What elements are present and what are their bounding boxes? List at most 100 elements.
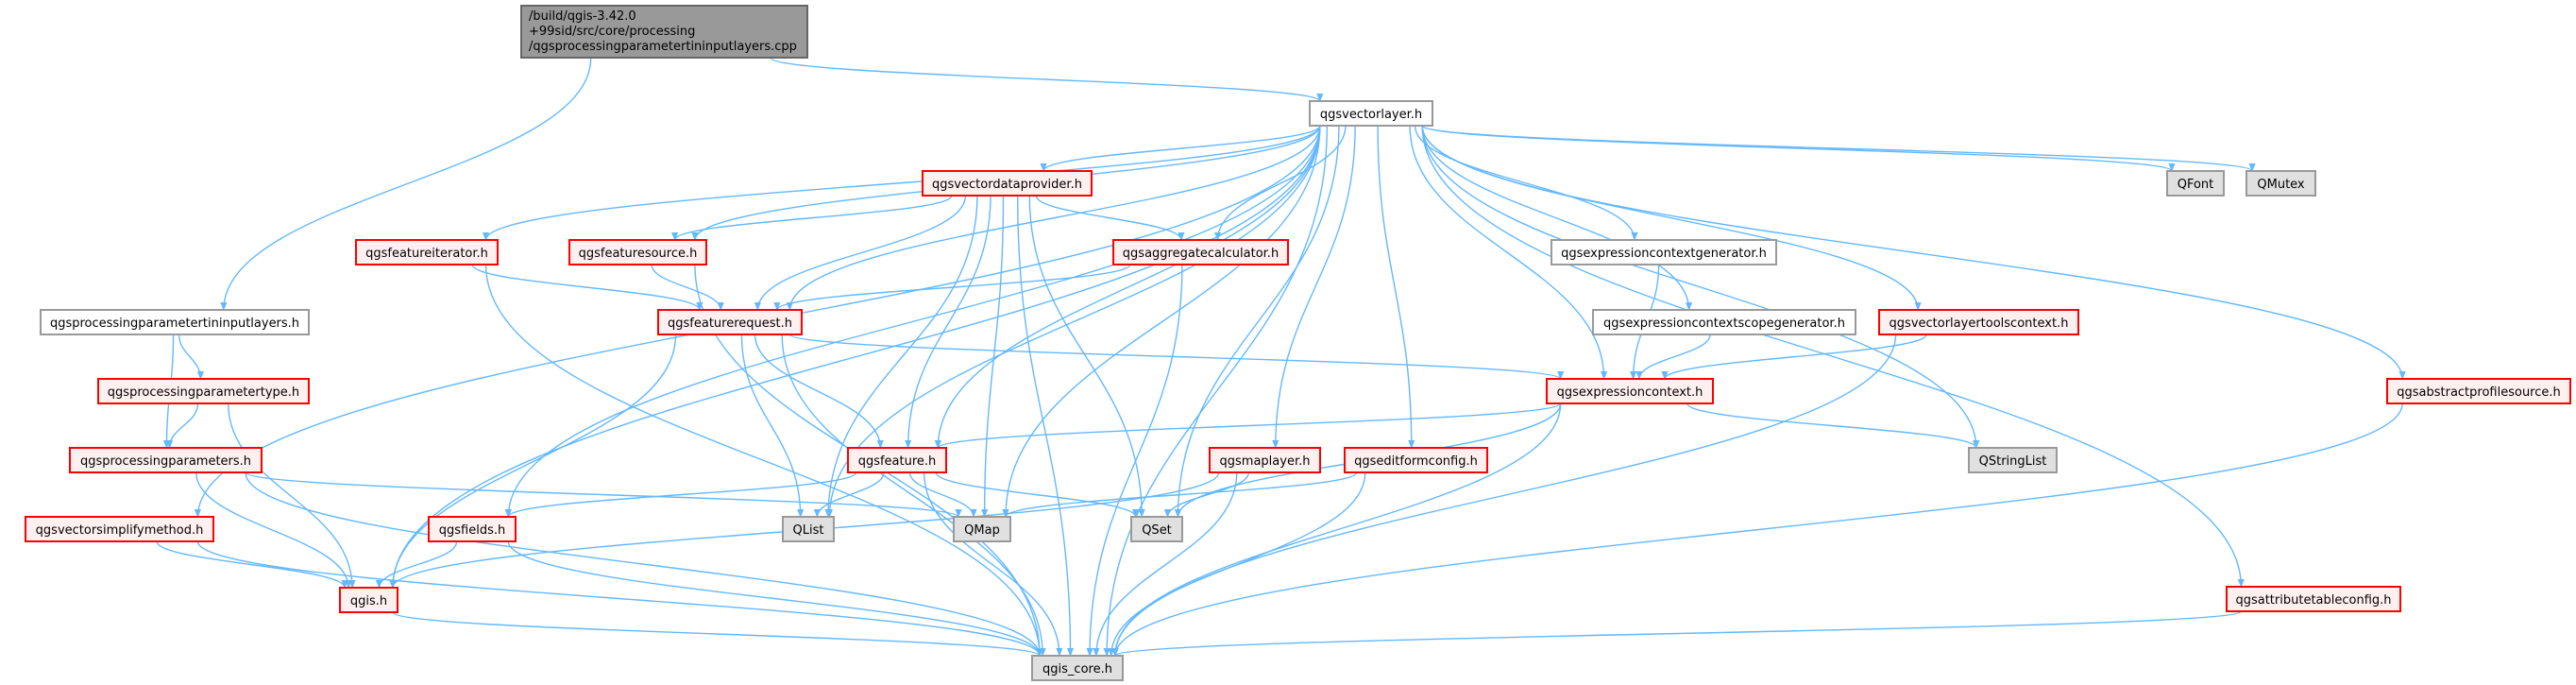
node-paramtype[interactable]: qgsprocessingparametertype.h	[97, 378, 310, 404]
node-box	[953, 516, 1011, 542]
node-qfont[interactable]: QFont	[2166, 170, 2225, 197]
node-box	[339, 587, 398, 613]
node-label: QFont	[2178, 178, 2214, 192]
node-editform[interactable]: qgseditformconfig.h	[1344, 447, 1488, 473]
edge-params-to-qmap	[245, 471, 962, 518]
node-box	[1546, 378, 1714, 404]
node-exprctxgen[interactable]: qgsexpressioncontextgenerator.h	[1551, 239, 1777, 265]
node-qgis[interactable]: qgis.h	[339, 587, 398, 613]
node-box	[1344, 447, 1488, 473]
node-box	[1031, 655, 1124, 681]
edge-cpp-to-tininput	[220, 57, 592, 311]
node-qlist[interactable]: QList	[782, 516, 835, 542]
edge-vectorlayer-to-feature	[934, 125, 1321, 449]
node-box	[782, 516, 835, 542]
node-box	[97, 378, 310, 404]
node-box	[1968, 447, 2058, 473]
edges-layer	[156, 57, 2406, 657]
edge-maplayer-to-qset	[1163, 471, 1250, 518]
node-box	[520, 5, 808, 59]
node-attrtable[interactable]: qgsattributetableconfig.h	[2226, 586, 2401, 612]
edge-fields-to-qgiscore	[507, 540, 1043, 657]
node-label: qgsaggregatecalculator.h	[1123, 247, 1279, 261]
node-box	[428, 516, 517, 542]
node-box	[2386, 378, 2571, 404]
node-label: /qgsprocessingparametertininputlayers.cp…	[529, 40, 797, 54]
node-box	[1130, 516, 1183, 542]
edge-featurerequest-to-qgis	[389, 334, 677, 589]
node-box	[1112, 239, 1289, 265]
node-box	[2166, 170, 2225, 197]
node-label: qgis.h	[350, 594, 387, 608]
edge-tininput-to-paramtype	[178, 334, 205, 380]
node-box	[1551, 239, 1777, 265]
node-box	[40, 309, 310, 335]
node-label: qgsfields.h	[439, 523, 505, 538]
node-box	[568, 239, 707, 265]
node-label: qgsprocessingparametertype.h	[108, 385, 299, 400]
edge-attrtable-to-qgiscore	[1111, 610, 2243, 657]
node-vdp[interactable]: qgsvectordataprovider.h	[922, 170, 1093, 197]
node-feature[interactable]: qgsfeature.h	[847, 447, 947, 473]
edge-editform-to-qgiscore	[1108, 471, 1366, 657]
node-tininput[interactable]: qgsprocessingparametertininputlayers.h	[40, 309, 310, 335]
node-label: qgsfeaturerequest.h	[668, 317, 792, 331]
node-featurerequest[interactable]: qgsfeaturerequest.h	[657, 309, 803, 335]
node-scopegen[interactable]: qgsexpressioncontextscopegenerator.h	[1592, 309, 1856, 335]
edge-aggregate-to-qgiscore	[1086, 264, 1183, 657]
edge-vectorlayer-to-qset	[1174, 125, 1340, 518]
node-box	[847, 447, 947, 473]
node-profilesource[interactable]: qgsabstractprofilesource.h	[2386, 378, 2571, 404]
node-box	[657, 309, 803, 335]
edge-featurerequest-to-qlist	[740, 334, 805, 518]
node-qstringlist[interactable]: QStringList	[1968, 447, 2058, 473]
edge-feature-to-qgiscore	[923, 471, 1063, 657]
edge-vectorlayer-to-toolsctx	[1421, 125, 1922, 311]
node-label: /build/qgis-3.42.0	[529, 9, 636, 24]
edge-featureiterator-to-qgiscore	[484, 264, 1043, 657]
node-vectorlayer[interactable]: qgsvectorlayer.h	[1309, 100, 1433, 127]
edge-maplayer-to-qgiscore	[1093, 471, 1238, 657]
node-label: qgis_core.h	[1042, 662, 1112, 676]
edge-featureiterator-to-featurerequest	[471, 264, 703, 311]
edge-vectorlayer-to-profilesource	[1421, 125, 2406, 380]
edge-scopegen-to-exprctx	[1635, 334, 1711, 380]
edge-featuresource-to-featurerequest	[651, 264, 724, 311]
node-label: qgsprocessingparametertininputlayers.h	[50, 317, 299, 331]
edge-vectorlayer-to-exprctx	[1409, 125, 1608, 380]
edge-paramtype-to-params	[165, 402, 199, 449]
node-exprctx[interactable]: qgsexpressioncontext.h	[1546, 378, 1714, 404]
node-label: qgsexpressioncontextscopegenerator.h	[1603, 317, 1845, 331]
node-maplayer[interactable]: qgsmaplayer.h	[1209, 447, 1321, 473]
node-label: QMap	[964, 523, 1000, 538]
node-qmap[interactable]: QMap	[953, 516, 1011, 542]
edge-vectorlayer-to-exprctxgen	[1414, 125, 1638, 241]
edge-paramtype-to-qgis	[228, 402, 356, 589]
edge-vdp-to-featuresource	[671, 195, 953, 241]
edge-featurerequest-to-feature	[754, 334, 884, 449]
node-simplify[interactable]: qgsvectorsimplifymethod.h	[25, 516, 214, 542]
node-featuresource[interactable]: qgsfeaturesource.h	[568, 239, 707, 265]
node-box	[355, 239, 499, 265]
node-box	[922, 170, 1093, 197]
node-aggregate[interactable]: qgsaggregatecalculator.h	[1112, 239, 1289, 265]
edge-vdp-to-featurerequest	[754, 195, 967, 311]
node-fields[interactable]: qgsfields.h	[428, 516, 517, 542]
node-featureiterator[interactable]: qgsfeatureiterator.h	[355, 239, 499, 265]
edge-vectorlayer-to-editform	[1377, 125, 1415, 449]
node-qset[interactable]: QSet	[1130, 516, 1183, 542]
node-box	[69, 447, 263, 473]
node-qgiscore[interactable]: qgis_core.h	[1031, 655, 1124, 681]
node-qmutex[interactable]: QMutex	[2246, 170, 2316, 197]
edge-vdp-to-qset	[1028, 195, 1145, 518]
node-label: qgsvectorsimplifymethod.h	[36, 523, 204, 538]
edge-editform-to-qmap	[1002, 471, 1358, 518]
node-root-cpp[interactable]: /build/qgis-3.42.0+99sid/src/core/proces…	[520, 5, 808, 59]
edge-vectorlayer-to-vdp	[1040, 125, 1321, 172]
edge-exprctx-to-feature	[934, 402, 1562, 449]
node-label: QList	[793, 523, 824, 538]
edge-vectorlayer-to-attrtable	[1421, 125, 2245, 588]
node-toolsctx[interactable]: qgsvectorlayertoolscontext.h	[1878, 309, 2079, 335]
nodes-layer: /build/qgis-3.42.0+99sid/src/core/proces…	[25, 5, 2571, 681]
node-params[interactable]: qgsprocessingparameters.h	[69, 447, 263, 473]
